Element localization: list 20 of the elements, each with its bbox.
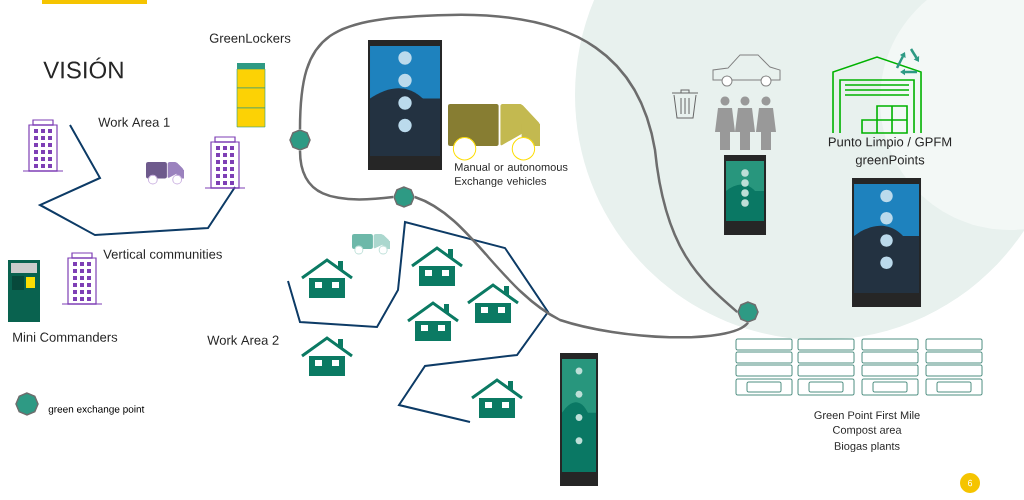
label-text: Vertical communities [103, 249, 222, 259]
connector-line [414, 195, 749, 339]
label-text: GreenLockers [209, 33, 291, 43]
label-text: Green Point First Mile [814, 410, 920, 420]
exchange-point [737, 301, 759, 323]
label-text: Compost area [833, 426, 902, 436]
label-text: Mini Commanders [13, 332, 118, 342]
connector-line [298, 13, 738, 313]
label-text: Work Area 2 [207, 335, 279, 345]
title: VISIÓN [43, 57, 123, 79]
exchange-point [289, 129, 311, 151]
label-text: Work Area 1 [98, 117, 170, 127]
label-text: Punto Limpio / GPFM [828, 136, 952, 150]
label-text: Manual or autonomous Exchange vehicles [455, 162, 568, 188]
page-number: 6 [960, 473, 980, 493]
exchange-point [393, 186, 415, 208]
label-text: Biogas plants [834, 441, 900, 453]
label-text: greenPoints [855, 154, 925, 168]
connector-line [298, 150, 394, 201]
legend-text: green exchange point [48, 405, 145, 415]
